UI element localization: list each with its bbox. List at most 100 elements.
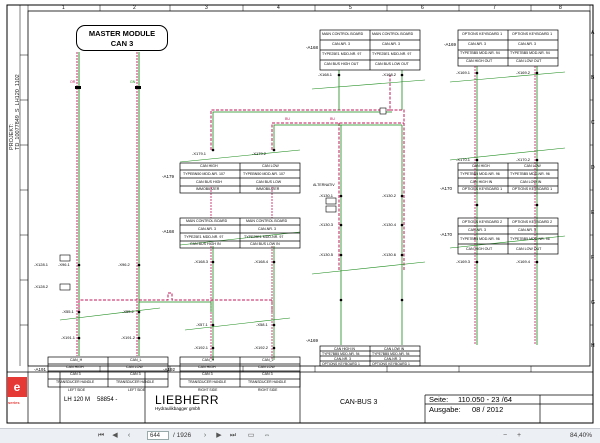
immobilizer-title-left: CAN HIGH <box>200 164 218 168</box>
options-kbd2-type-right: TYPE7BB5 MDD-NR. 96 <box>510 237 550 241</box>
next-page-icon[interactable]: ▶ <box>216 432 222 439</box>
options-kbd1-top-type-left: TYPE7BB5 MDD-NR. 94 <box>460 51 500 55</box>
prev-arrow-icon[interactable]: ‹ <box>127 432 131 439</box>
main-board-mid-title-left: MAIN CONTROL BOARD <box>186 219 228 223</box>
footer-model: LH 120 M <box>64 397 91 403</box>
page-number-input[interactable]: 644 <box>147 431 169 440</box>
options-kbd2-sig-right: CAN LOW OUT <box>516 247 542 251</box>
transducer-left-side-left: LEFT SIDE <box>68 388 86 392</box>
zoom-in-icon[interactable]: + <box>516 432 522 439</box>
grid-row-b: B <box>591 75 595 81</box>
options-kbd1-bottom-title-left: CAN HIGH IN <box>334 347 355 351</box>
transducer-right-sig-left: CAN HIGH <box>198 365 216 369</box>
terminal-x192-2: -X192.2 <box>254 345 269 350</box>
immobilizer-title-right: CAN LOW <box>262 164 279 168</box>
terminal-x169-3: -X169.3 <box>456 259 471 264</box>
terminal-x170-1: -X170.1 <box>456 157 471 162</box>
immobilizer-sig-right: CAN BUS LOW <box>256 180 282 184</box>
schematic-drawing <box>6 4 594 424</box>
options-kbd2-title-right: OPTIONS KEYBOARD 2 <box>512 220 553 224</box>
main-board-top-ref: -A168 <box>306 45 319 50</box>
immobilizer-type-right: TYPEBN50 MDD-NR. 107 <box>243 172 285 176</box>
options-kbd1-top-sub-right: CAN-NR. 3 <box>518 42 536 46</box>
terminal-x191-2: -X191.2 <box>121 335 136 340</box>
footer-ausgabe-value: 08 / 2012 <box>472 405 504 414</box>
options-kbd1-top-title-right: OPTIONS KEYBOARD 1 <box>512 32 553 36</box>
grid-row-a: A <box>591 30 595 36</box>
terminal-x192-1: -X192.1 <box>194 345 209 350</box>
transducer-left-side-right: LEFT SIDE <box>128 388 146 392</box>
next-arrow-icon[interactable]: › <box>203 432 207 439</box>
schematic-sheet: MASTER MODULE CAN 3 1 2 3 4 5 6 7 8 A B … <box>6 4 595 424</box>
main-board-top-sub-left: CAN-NR. 3 <box>332 42 350 46</box>
options-kbd2-sub-left: CAN-NR. 3 <box>468 228 486 232</box>
transducer-right-ref: -A192 <box>163 367 176 372</box>
options-kbd1-top-ref: -A169 <box>444 42 457 47</box>
main-board-top-sig-left: CAN BUS HIGH OUT <box>324 62 359 66</box>
immobilizer-ref: -A179 <box>162 174 175 179</box>
terminal-x130-4: -X130.4 <box>382 222 397 227</box>
last-page-icon[interactable]: ⏭ <box>229 432 237 439</box>
grid-col-1: 1 <box>62 5 65 11</box>
terminal-x58-1: -X58.1 <box>256 322 268 327</box>
options-kbd1-bottom-ref: -A169 <box>306 338 319 343</box>
footer-brand: LIEBHERR <box>155 393 220 407</box>
fit-width-icon[interactable]: ⇔ <box>263 432 271 439</box>
grid-col-7: 7 <box>493 5 496 11</box>
terminal-x96-2: -X96.2 <box>118 262 130 267</box>
options-kbd1-mid-type-left: TYPE7BB5 MDD-NR. 96 <box>460 172 500 176</box>
transducer-left-sub-left: CAN 3 <box>70 372 81 376</box>
transducer-left-ref: -A191 <box>34 367 47 372</box>
terminal-x168-3: -X168.3 <box>194 259 209 264</box>
options-kbd1-bottom-title-right: CAN LOW IN <box>384 347 405 351</box>
zoom-out-icon[interactable]: − <box>502 432 508 439</box>
immobilizer-name-right: IMMOBILIZER <box>256 187 280 191</box>
transducer-right-title-right: CAN_L <box>262 358 274 362</box>
projekt-value: TD_10077849_S_LH120_1102 <box>15 74 21 150</box>
main-board-mid-type-right: TYPE25E1 MDD-NR. 97 <box>244 235 284 239</box>
options-kbd1-mid-title-left: CAN HIGH <box>472 164 490 168</box>
options-kbd2-ref: -A170 <box>440 232 453 237</box>
main-board-top-type-right: TYPE25E1 MDD-NR. 97 <box>372 52 412 56</box>
grid-col-4: 4 <box>277 5 280 11</box>
terminal-x130-2: -X130.2 <box>382 193 397 198</box>
grid-row-e: E <box>591 210 595 216</box>
options-kbd1-top-sig-right: CAN LOW OUT <box>516 59 542 63</box>
immobilizer-name-left: IMMOBILIZER <box>196 187 220 191</box>
options-kbd2-type-left: TYPE7BB5 MDD-NR. 96 <box>460 237 500 241</box>
terminal-x168-1: -X168.1 <box>318 72 333 77</box>
options-kbd1-mid-name-right: OPTIONS KEYBOARD 1 <box>512 187 553 191</box>
options-kbd1-mid-sig-left: CAN HIGH IN <box>470 180 493 184</box>
page-total: / 1926 <box>173 432 192 439</box>
transducer-right-name-left: TRANSDUCER HANDLE <box>188 380 227 384</box>
terminal-x96-1: -X96.1 <box>58 262 70 267</box>
master-module-title: MASTER MODULE CAN 3 <box>76 25 168 51</box>
options-kbd1-mid-title-right: CAN LOW <box>524 164 541 168</box>
transducer-left-title-left: CAN_H <box>70 358 83 362</box>
options-kbd2-title-left: OPTIONS KEYBOARD 2 <box>462 220 503 224</box>
transducer-left-title-right: CAN_L <box>130 358 142 362</box>
terminal-x130-3: -X130.3 <box>319 222 334 227</box>
options-kbd1-mid-ref: -A170 <box>440 186 453 191</box>
logo-text: series <box>8 400 20 405</box>
wire-label-bu2: BU <box>330 117 335 121</box>
options-kbd1-bottom-name-right: OPTIONS KEYBOARD 1 <box>372 362 410 366</box>
options-kbd1-bottom-sig-right: CAN-NR. 3 <box>384 357 401 361</box>
fit-page-icon[interactable]: ▭ <box>247 432 255 439</box>
prev-page-icon[interactable]: ◀ <box>112 432 118 439</box>
options-kbd1-mid-sig-right: CAN LOW IN <box>520 180 542 184</box>
terminal-x130-6: -X130.6 <box>382 252 397 257</box>
transducer-right-name-right: TRANSDUCER HANDLE <box>248 380 287 384</box>
options-kbd1-bottom-name-left: OPTIONS KEYBOARD 1 <box>322 362 360 366</box>
wire-label-gn: GN <box>130 80 136 84</box>
first-page-icon[interactable]: ⏮ <box>97 432 105 439</box>
master-module-line1: MASTER MODULE <box>88 29 156 38</box>
options-kbd1-mid-type-right: TYPE7BB5 MDD-NR. 96 <box>510 172 550 176</box>
transducer-right-sig-right: CAN LOW <box>258 365 275 369</box>
main-board-top-title-right: MAIN CONTROL BOARD <box>372 32 414 36</box>
label-alternativ: ALTERNATIV <box>313 183 335 187</box>
terminal-x169-2: -X169.2 <box>516 70 531 75</box>
main-board-mid-title-right: MAIN CONTROL BOARD <box>246 219 288 223</box>
options-kbd1-bottom-type-left: TYPE7BB5 MDD-NR. 94 <box>322 352 360 356</box>
options-kbd2-sub-right: CAN-NR. 3 <box>518 228 536 232</box>
